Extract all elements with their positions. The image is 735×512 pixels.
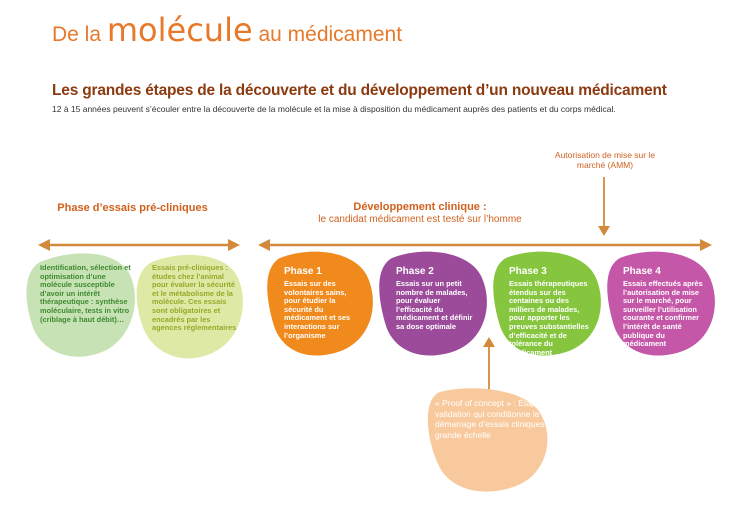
phase-4-title: Phase 4 <box>623 266 661 277</box>
phase-3-title: Phase 3 <box>509 266 547 277</box>
phase-4-blob <box>607 251 715 356</box>
preclinical-heading: Phase d’essais pré-cliniques <box>57 202 208 214</box>
phase-3-blob <box>493 251 601 356</box>
clinical-timeline-arrow <box>258 239 712 251</box>
amm-arrow <box>598 177 610 236</box>
poc-note: « Proof of concept » : Étape de validati… <box>435 398 553 440</box>
poc-blob <box>427 388 548 492</box>
preclinical-blob-2 <box>136 254 243 359</box>
intro-text: 12 à 15 années peuvent s’écouler entre l… <box>52 104 616 114</box>
clinical-heading: Développement clinique : <box>353 201 487 213</box>
phase-2-blob <box>379 251 487 356</box>
page-title: De la molécule au médicament <box>52 11 403 49</box>
preclinical-step-2-text: Essais pré-cliniques : études chez l’ani… <box>152 263 237 333</box>
phase-4-text: Essais effectués après l’autorisation de… <box>623 279 703 349</box>
preclinical-blob-1 <box>26 253 135 357</box>
preclinical-timeline-arrow <box>38 239 240 251</box>
phase-2-text: Essais sur un petit nombre de malades, p… <box>396 279 473 331</box>
poc-arrow <box>483 337 495 392</box>
phase-3-text: Essais thérapeutiques étendus sur des ce… <box>509 279 589 357</box>
clinical-subheading: le candidat médicament est testé sur l’h… <box>318 214 522 225</box>
phase-1-title: Phase 1 <box>284 266 322 277</box>
phase-1-text: Essais sur des volontaires sains, pour é… <box>284 279 351 340</box>
section-subtitle: Les grandes étapes de la découverte et d… <box>52 82 667 99</box>
preclinical-step-1-text: Identification, sélection et optimisatio… <box>40 263 131 324</box>
phase-2-title: Phase 2 <box>396 266 434 277</box>
amm-note: Autorisation de mise sur le marché (AMM) <box>554 150 656 170</box>
phase-1-blob <box>267 251 373 356</box>
